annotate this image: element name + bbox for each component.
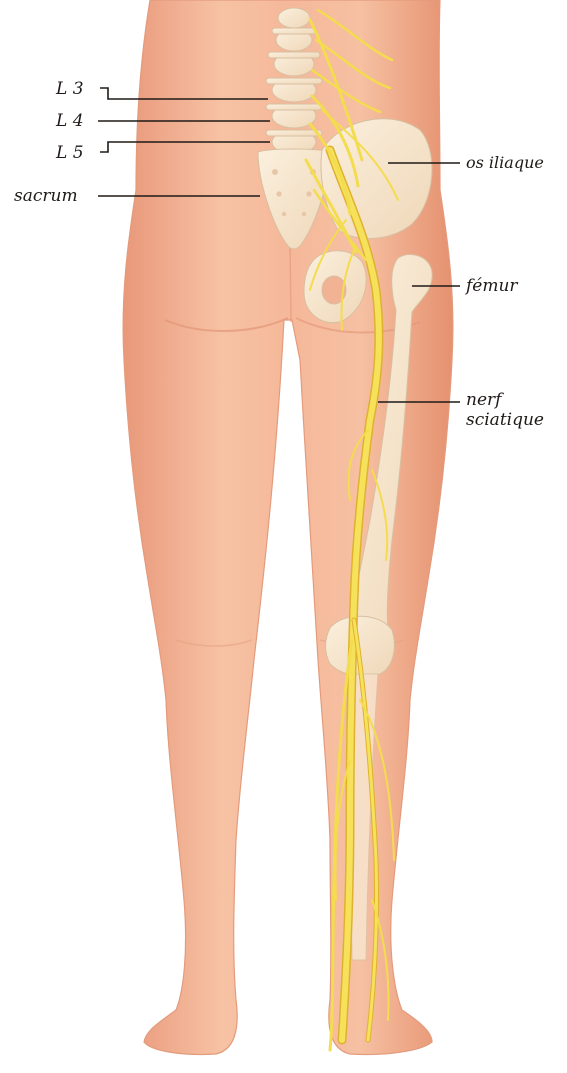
label-nerf-sciatique: nerf sciatique [466, 390, 544, 430]
label-sacrum: sacrum [14, 186, 78, 206]
label-l5: L 5 [56, 143, 84, 163]
label-l4: L 4 [56, 111, 84, 131]
label-nerf-line1: nerf [466, 390, 544, 410]
label-os-iliaque: os iliaque [466, 153, 544, 173]
label-l3: L 3 [56, 79, 84, 99]
label-femur: fémur [466, 276, 518, 296]
label-nerf-line2: sciatique [466, 410, 544, 430]
gluteal-cleft [290, 240, 291, 322]
